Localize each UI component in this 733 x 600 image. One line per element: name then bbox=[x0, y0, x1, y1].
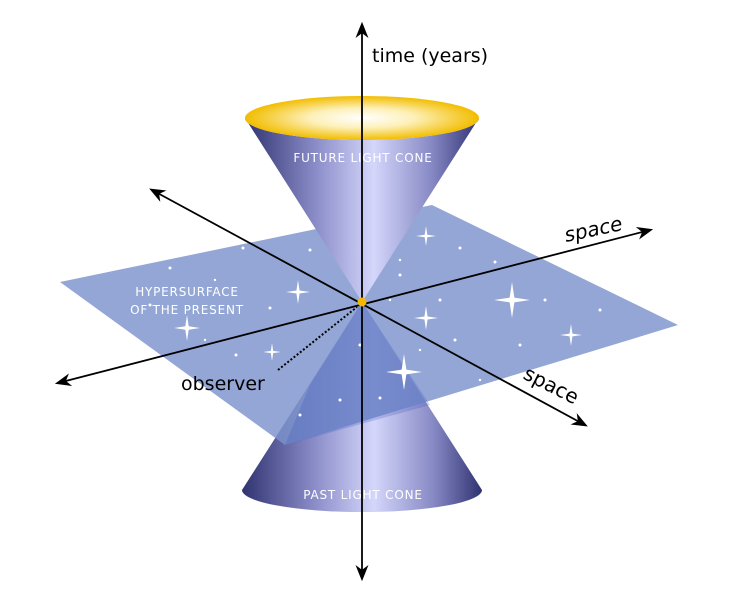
observer-pointer bbox=[277, 306, 358, 371]
past-cone-label: PAST LIGHT CONE bbox=[303, 488, 423, 502]
space-axis-2-label: space bbox=[520, 361, 583, 409]
future-cone-label: FUTURE LIGHT CONE bbox=[293, 151, 432, 165]
space-axis-1-label: space bbox=[562, 211, 624, 247]
observer-dot bbox=[357, 297, 367, 307]
hypersurface-label-line2: OF THE PRESENT bbox=[130, 303, 244, 317]
time-axis-label: time (years) bbox=[372, 45, 488, 67]
space-axis-2 bbox=[149, 188, 588, 427]
observer-label: observer bbox=[181, 373, 265, 395]
hypersurface-label-line1: HYPERSURFACE bbox=[135, 285, 239, 299]
